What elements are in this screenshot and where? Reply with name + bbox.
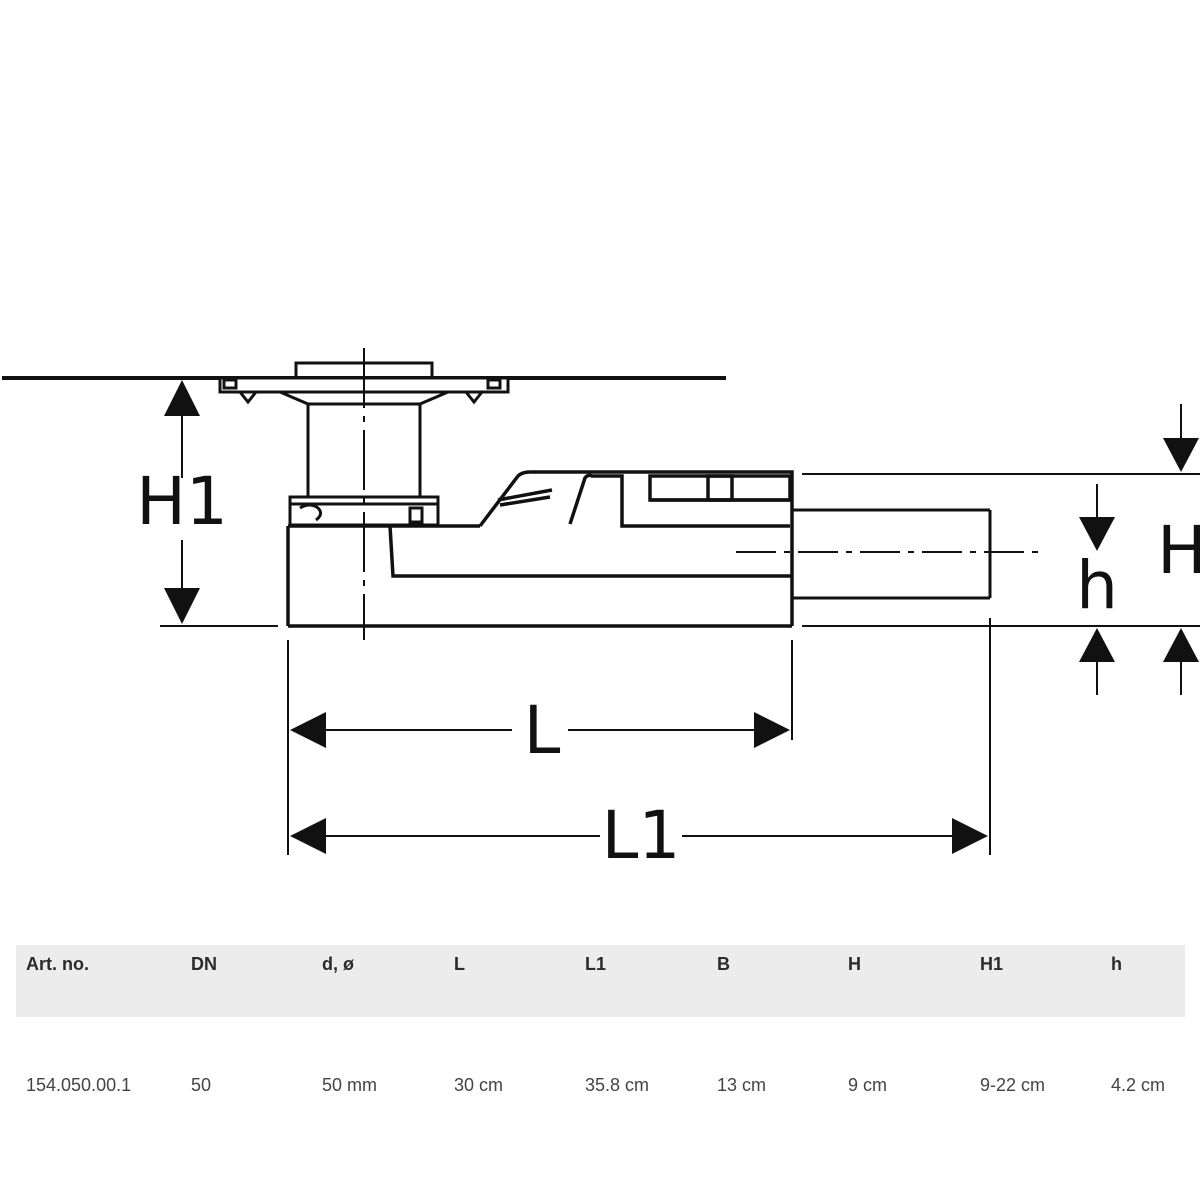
table-row: 154.050.00.1 50 50 mm 30 cm 35.8 cm 13 c… [16,1017,1185,1153]
header-dn: DN [191,954,217,974]
spec-table: Art. no. DN d, ø L L1 B H H1 h 154.050.0… [16,945,1185,1153]
extension-lines [160,473,1200,855]
cell-dn: 50 [191,1074,212,1095]
dimension-l1: L1 [290,797,988,874]
h1-label: H1 [136,463,228,540]
h-small-label: h [1076,547,1118,624]
header-b: B [717,954,730,974]
cell-l1: 35.8 cm [585,1074,650,1095]
center-lines [363,348,1038,640]
header-art-no: Art. no. [26,954,89,974]
h-label: H [1157,512,1200,589]
dimension-h: H [1157,404,1200,695]
header-l1: L1 [585,954,607,974]
cell-l: 30 cm [454,1074,504,1095]
l-label: L [524,692,561,769]
cell-h-small: 4.2 cm [1111,1074,1166,1095]
drain-body [286,470,794,628]
cell-h1: 9-22 cm [980,1074,1046,1095]
header-h1: H1 [980,954,1004,974]
dimension-h1: H1 [136,380,228,624]
cell-art-no: 154.050.00.1 [26,1074,132,1095]
cell-diameter: 50 mm [322,1074,378,1095]
header-h: H [848,954,861,974]
header-diameter: d, ø [322,954,354,974]
cell-b: 13 cm [717,1074,767,1095]
drain-technical-drawing: H1 L L1 H h [2,348,1200,874]
outlet-pipe [792,508,992,600]
header-l: L [454,954,465,974]
header-h-small: h [1111,954,1122,974]
cell-h: 9 cm [848,1074,888,1095]
dimension-h-small: h [1076,484,1118,695]
table-header-row: Art. no. DN d, ø L L1 B H H1 h [16,945,1185,1017]
dimension-l: L [290,692,790,769]
l1-label: L1 [602,797,681,874]
